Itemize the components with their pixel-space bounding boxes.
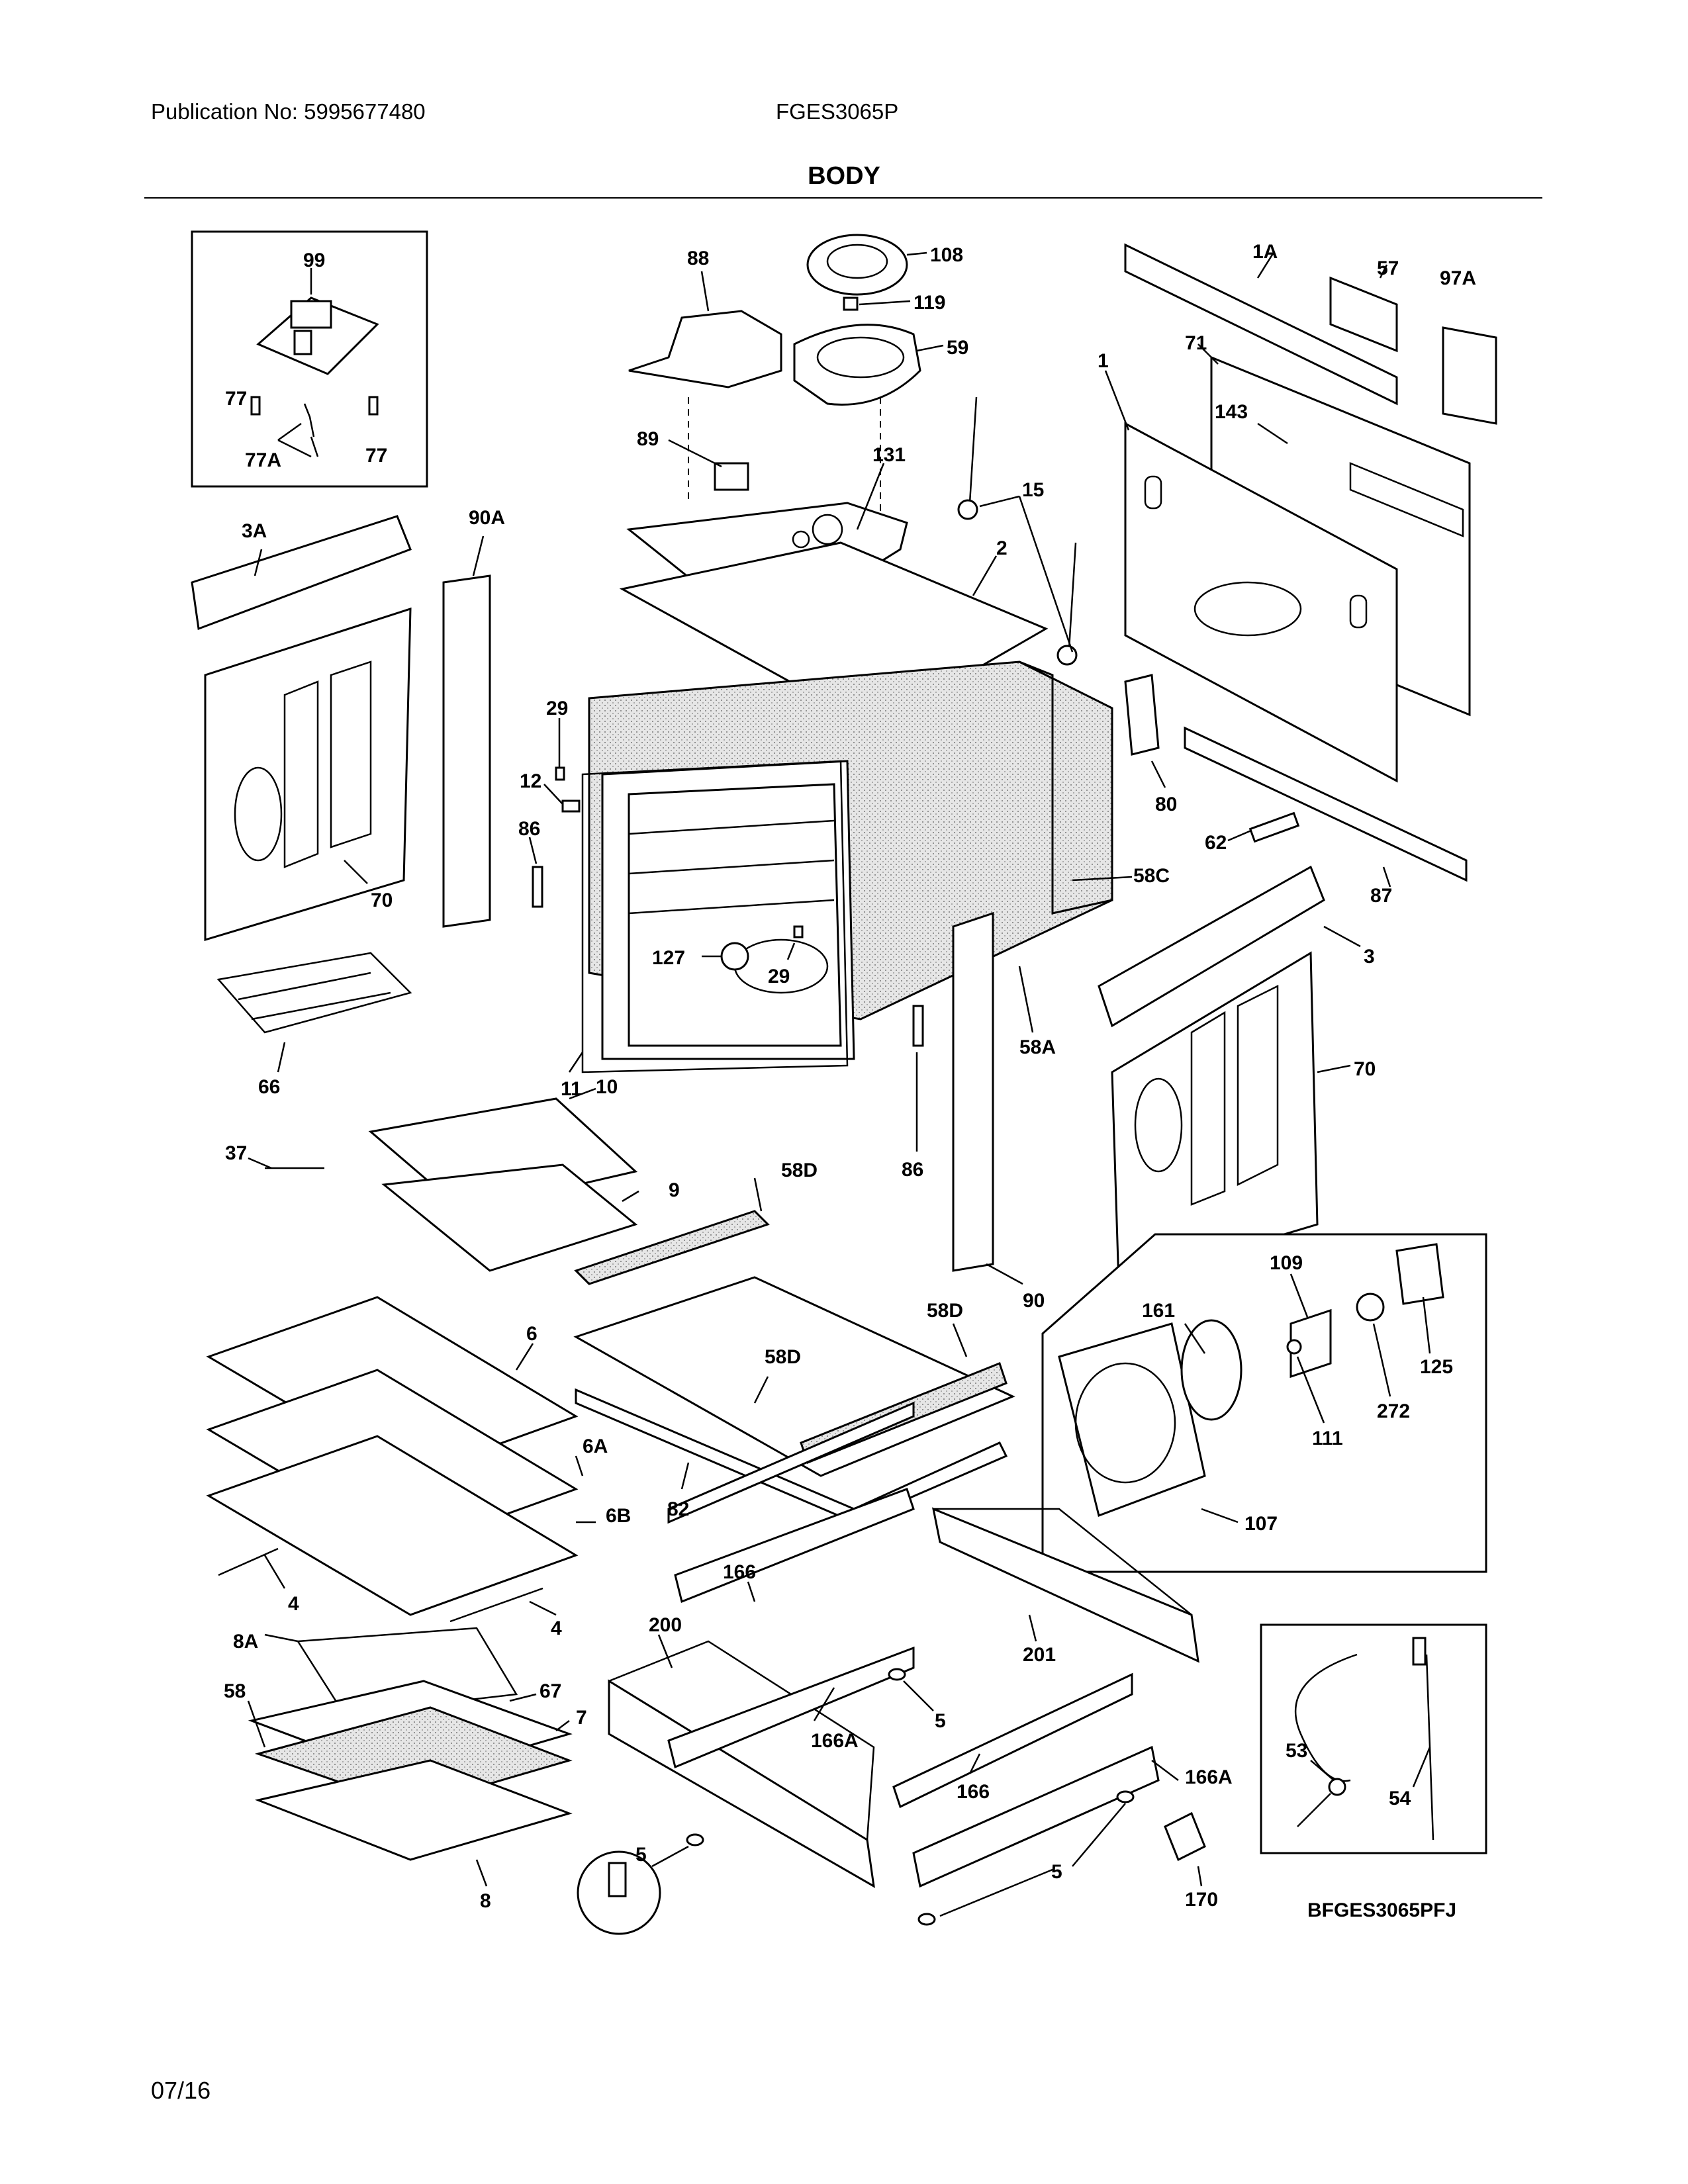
publication-number: Publication No: 5995677480	[151, 99, 426, 124]
callout-86-left: 86	[518, 818, 540, 840]
callout-200: 200	[649, 1614, 682, 1636]
callout-53: 53	[1286, 1740, 1307, 1762]
oven-cavity	[528, 660, 1113, 1073]
callout-57: 57	[1377, 257, 1399, 279]
callout-86-right: 86	[902, 1159, 923, 1181]
callout-5-leveler: 5	[635, 1844, 647, 1866]
callout-166-top: 166	[723, 1561, 756, 1583]
callout-15: 15	[1022, 479, 1044, 501]
callout-12: 12	[520, 770, 541, 792]
inset-convection-fan	[1041, 1233, 1487, 1573]
callout-109: 109	[1270, 1252, 1303, 1274]
callout-80: 80	[1155, 794, 1177, 815]
callout-71: 71	[1185, 332, 1207, 354]
callout-82: 82	[667, 1498, 689, 1520]
right-side-parts	[912, 674, 1468, 1285]
bake-element-and-pans	[247, 1627, 573, 1887]
callout-3a: 3A	[242, 520, 267, 542]
callout-6a: 6A	[583, 1435, 608, 1457]
callout-166a-right: 166A	[1185, 1766, 1233, 1788]
footer-date: 07/16	[151, 2077, 211, 2104]
callout-58a: 58A	[1019, 1036, 1056, 1058]
callout-2: 2	[996, 537, 1008, 559]
callout-77a: 77A	[245, 449, 281, 471]
callout-29-top: 29	[546, 698, 568, 719]
callout-70-right: 70	[1354, 1058, 1376, 1080]
callout-89: 89	[637, 428, 659, 450]
oven-racks	[206, 1296, 596, 1623]
callout-6b: 6B	[606, 1505, 631, 1527]
broil-element-and-pan	[216, 952, 639, 1272]
callout-10: 10	[596, 1076, 618, 1098]
model-number: FGES3065P	[776, 99, 899, 124]
rear-panels	[1104, 243, 1497, 783]
callout-111: 111	[1312, 1428, 1343, 1449]
callout-1a: 1A	[1252, 241, 1278, 263]
callout-59: 59	[947, 337, 968, 359]
callout-127: 127	[652, 947, 685, 969]
callout-6: 6	[526, 1323, 538, 1345]
callout-97a: 97A	[1440, 267, 1476, 289]
callout-9: 9	[669, 1179, 680, 1201]
callout-77-right: 77	[365, 445, 387, 467]
callout-58: 58	[224, 1680, 246, 1702]
page-title: BODY	[808, 162, 880, 190]
callout-161: 161	[1142, 1300, 1175, 1322]
callout-66: 66	[258, 1076, 280, 1098]
callout-67: 67	[539, 1680, 561, 1702]
callout-58d-mid: 58D	[765, 1346, 801, 1368]
callout-87: 87	[1370, 885, 1392, 907]
diagram-code: BFGES3065PFJ	[1307, 1899, 1457, 1921]
left-side-panels	[191, 515, 491, 942]
callout-58d-right: 58D	[927, 1300, 963, 1322]
oven-sensors	[957, 396, 1078, 666]
callout-3: 3	[1364, 946, 1375, 968]
callout-37: 37	[225, 1142, 247, 1164]
blower-assembly	[628, 234, 944, 491]
callout-77-left: 77	[225, 388, 247, 410]
callout-11: 11	[561, 1078, 582, 1100]
callout-166-bottom: 166	[957, 1781, 990, 1803]
callout-125: 125	[1420, 1356, 1453, 1378]
right-side-panels	[1098, 865, 1361, 1285]
callout-labels: 99 77 77 77A 88 108 119 59 89 131 15 2 1…	[224, 241, 1476, 1912]
callout-4-right: 4	[551, 1617, 562, 1639]
header-rule	[144, 197, 1542, 199]
callout-58c: 58C	[1133, 865, 1170, 887]
callout-8a: 8A	[233, 1631, 258, 1653]
callout-70-left: 70	[371, 889, 393, 911]
callout-90: 90	[1023, 1290, 1045, 1312]
callout-88: 88	[687, 248, 709, 269]
callout-272: 272	[1377, 1400, 1410, 1422]
callout-62: 62	[1205, 832, 1227, 854]
callout-29-mid: 29	[768, 966, 790, 987]
inset-transformer-board	[191, 230, 428, 488]
callout-5-bottom: 5	[1051, 1861, 1062, 1883]
callout-119: 119	[914, 292, 945, 314]
callout-58d-top: 58D	[781, 1160, 818, 1181]
callout-143: 143	[1215, 401, 1248, 423]
callout-107: 107	[1244, 1513, 1278, 1535]
callout-166a-left: 166A	[811, 1730, 859, 1752]
callout-5-center: 5	[935, 1710, 946, 1732]
callout-1: 1	[1098, 350, 1109, 372]
drawer-support-frame	[577, 1401, 1206, 1935]
callout-4-left: 4	[288, 1593, 299, 1615]
callout-99: 99	[303, 250, 325, 271]
callout-108: 108	[930, 244, 963, 266]
callout-7: 7	[576, 1707, 587, 1729]
inset-meat-probe	[1260, 1623, 1487, 1854]
callout-131: 131	[872, 444, 906, 466]
callout-54: 54	[1389, 1788, 1411, 1809]
callout-90a: 90A	[469, 507, 505, 529]
callout-201: 201	[1023, 1644, 1056, 1666]
callout-8: 8	[480, 1890, 491, 1912]
callout-170: 170	[1185, 1889, 1218, 1911]
